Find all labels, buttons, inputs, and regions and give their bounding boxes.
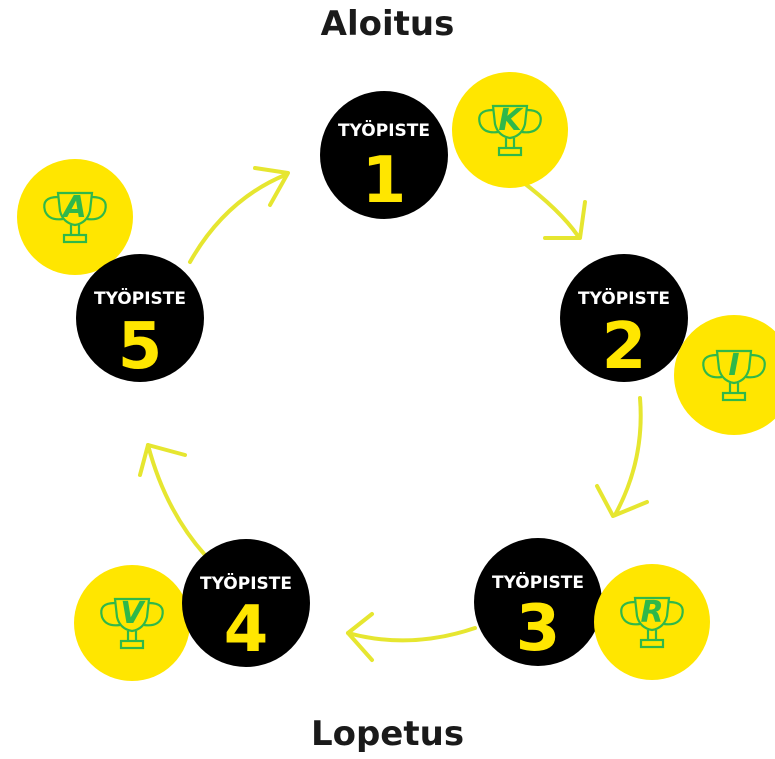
station-2-circle [560,254,688,382]
arrow-4-to-5-head [138,443,187,477]
station-2-number: 2 [602,310,647,384]
trophy-badge-a-circle [17,159,133,275]
trophy-badge-r: R [594,564,710,680]
trophy-r-letter: R [640,595,663,630]
trophy-v-letter: V [120,596,146,631]
station-4: TYÖPISTE 4 [182,539,310,667]
arrow-4-to-5 [146,443,207,557]
arrow-3-to-4-head [346,612,374,662]
trophy-badge-i-circle [674,315,775,435]
station-1: TYÖPISTE 1 [320,91,448,219]
trophy-badge-v: V [74,565,190,681]
start-title: Aloitus [320,4,455,44]
station-3-circle [474,538,602,666]
station-3: TYÖPISTE 3 [474,538,602,666]
arrow-2-to-3-head [595,484,649,518]
station-4-label: TYÖPISTE [200,572,292,594]
station-5-label: TYÖPISTE [94,287,186,309]
station-1-label: TYÖPISTE [338,119,430,141]
end-title: Lopetus [310,714,465,754]
trophy-badge-i: I [674,315,775,435]
trophy-i-letter: I [728,348,739,383]
station-2: TYÖPISTE 2 [560,254,688,384]
trophy-badge-a: A [17,159,133,275]
station-3-number: 3 [516,592,561,666]
station-4-circle [182,539,310,667]
station-2-label: TYÖPISTE [578,287,670,309]
arrow-5-to-1-head [253,166,290,207]
trophy-badge-v-circle [74,565,190,681]
trophy-badge-k-circle [452,72,568,188]
station-1-circle [320,91,448,219]
station-4-number: 4 [224,593,269,667]
arrow-1-to-2-head [543,200,587,240]
trophy-badge-r-circle [594,564,710,680]
trophy-a-letter: A [61,190,86,225]
trophy-badge-k: K [452,72,568,188]
station-1-number: 1 [362,144,407,218]
station-3-label: TYÖPISTE [492,571,584,593]
station-5: TYÖPISTE 5 [76,254,204,384]
station-5-circle [76,254,204,382]
arrow-1-to-2 [518,178,580,238]
arrow-5-to-1 [188,173,287,264]
arrow-3-to-4 [346,626,477,643]
arrow-2-to-3 [613,396,643,517]
station-5-number: 5 [118,310,163,384]
trophy-k-letter: K [498,103,524,138]
